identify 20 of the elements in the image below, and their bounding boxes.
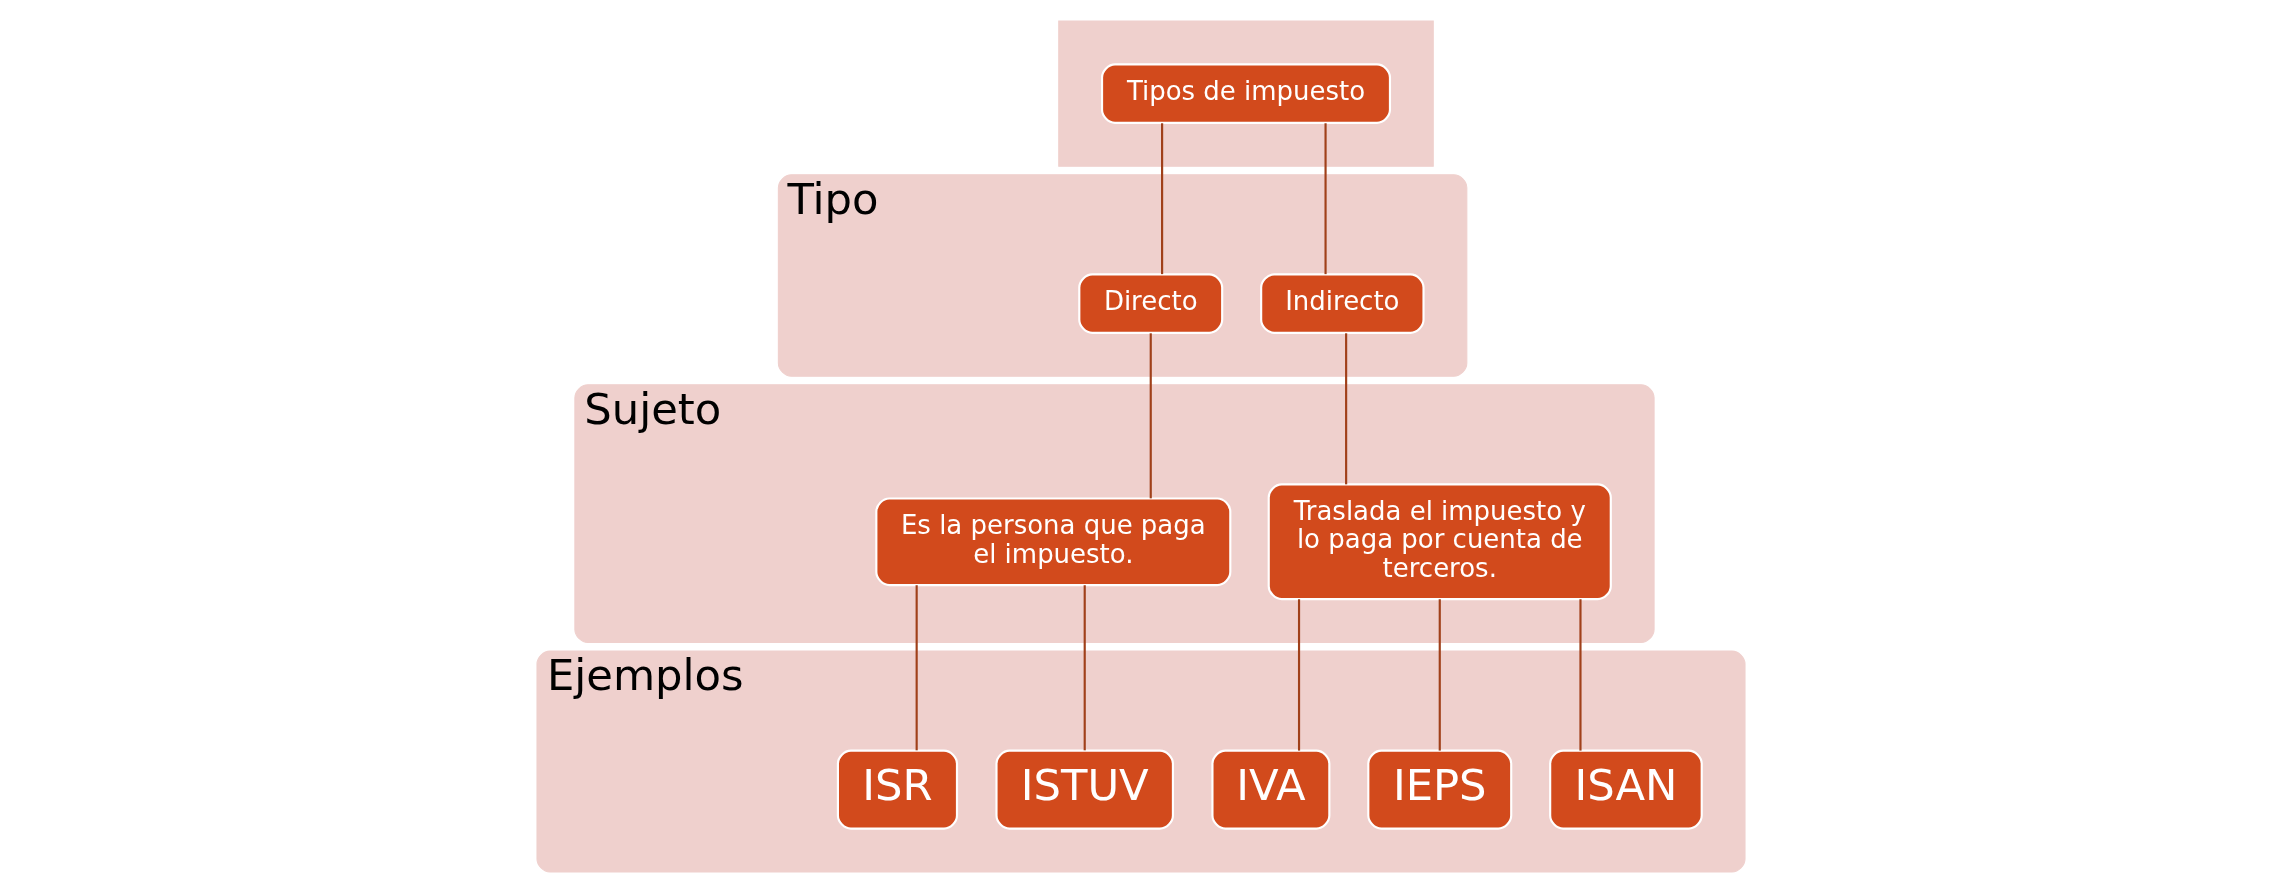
connector xyxy=(1297,599,1301,751)
node-box: Tipos de impuesto xyxy=(1100,63,1392,124)
connector xyxy=(1149,333,1152,499)
connector xyxy=(1579,599,1582,751)
connector xyxy=(1324,123,1327,275)
node-box: IEPS xyxy=(1367,749,1513,830)
connector xyxy=(915,585,918,751)
node-box: Indirecto xyxy=(1260,273,1425,334)
cluster xyxy=(1058,20,1434,167)
node-box: IVA xyxy=(1211,749,1331,830)
connector xyxy=(1083,585,1086,751)
node-box: Directo xyxy=(1078,273,1224,334)
node-box: ISR xyxy=(836,749,959,830)
connector xyxy=(1438,599,1441,751)
connector xyxy=(1345,333,1348,485)
node-box: Traslada el impuesto y lo paga por cuenta de terceros. xyxy=(1267,483,1612,601)
node-box: Es la persona que paga el impuesto. xyxy=(875,497,1232,587)
connector xyxy=(1161,123,1164,275)
node-box: ISAN xyxy=(1549,749,1703,830)
node-box: ISTUV xyxy=(995,749,1174,830)
